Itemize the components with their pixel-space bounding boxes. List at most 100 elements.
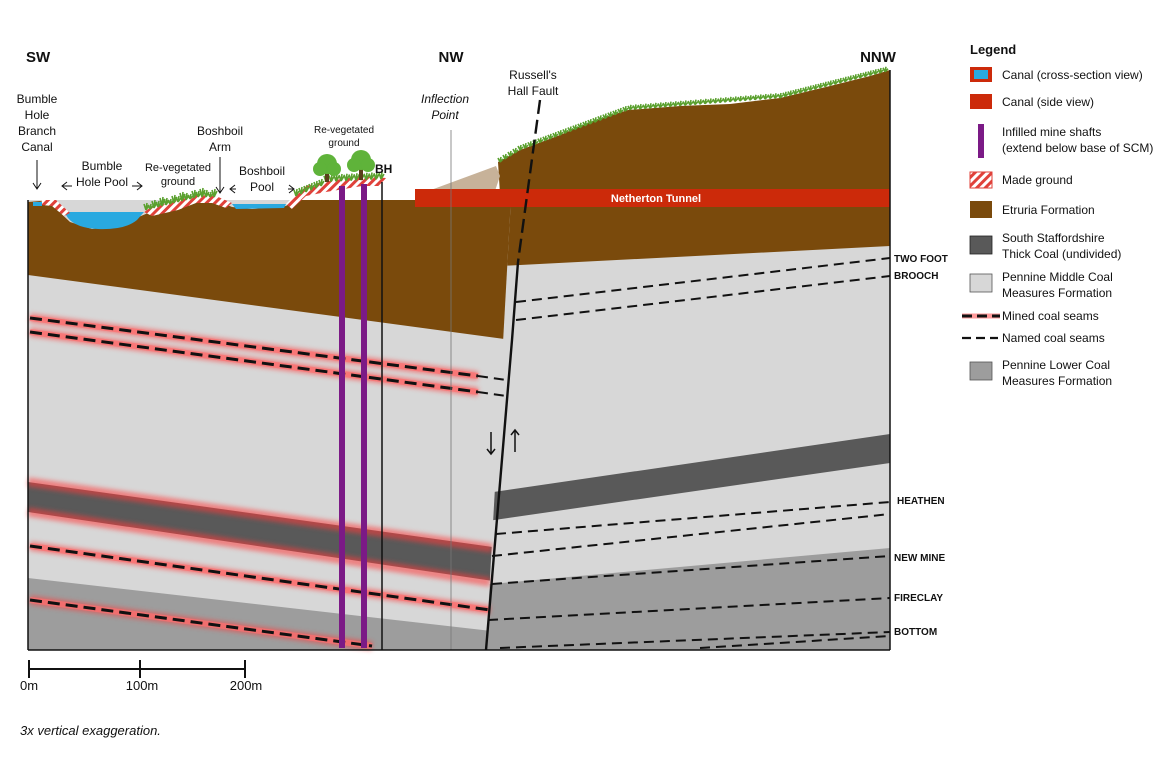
named-coal-seams xyxy=(477,257,891,649)
seam-label-fireclay: FIRECLAY xyxy=(894,593,943,604)
trees xyxy=(313,150,375,182)
grass-tuft xyxy=(542,135,549,142)
grass-tuft xyxy=(348,173,355,181)
seam-label-brooch: BROOCH xyxy=(894,271,938,282)
grass-tuft xyxy=(662,101,669,108)
russells-hall-fault xyxy=(484,99,542,651)
boshboil-pool-arrow xyxy=(229,184,295,194)
tunnel-label: Netherton Tunnel xyxy=(611,193,701,205)
grass-tuft xyxy=(303,184,310,193)
fault-arrows xyxy=(486,428,520,456)
grass-tuft xyxy=(647,103,654,109)
grass-tuft xyxy=(607,111,614,118)
grass-tuft xyxy=(627,104,634,111)
label-boshboil-arm: Boshboil Arm xyxy=(197,124,243,154)
grass-tuft xyxy=(692,99,699,106)
grass-tuft xyxy=(722,97,729,103)
grass-tuft xyxy=(872,69,879,75)
seam-label-heathen: HEATHEN xyxy=(897,496,945,507)
legend-shafts-line2: (extend below base of SCM) xyxy=(1002,141,1153,155)
legend-etruria: Etruria Formation xyxy=(1002,203,1095,217)
grass-tuft xyxy=(822,81,829,88)
grass-tuft xyxy=(842,76,849,83)
legend-title: Legend xyxy=(970,42,1016,57)
label-bumble-pool: Bumble Hole Pool xyxy=(76,159,128,189)
grass-tuft xyxy=(712,97,719,104)
legend-canal-cross: Canal (cross-section view) xyxy=(1002,68,1143,82)
grass-tuft xyxy=(772,93,779,99)
grass-tuft xyxy=(687,99,694,106)
grass-tuft xyxy=(582,120,589,127)
legend-plcm-line1: Pennine Lower Coal xyxy=(1002,358,1110,372)
exaggeration-note: 3x vertical exaggeration. xyxy=(20,723,161,738)
grass-tuft xyxy=(727,96,734,103)
direction-sw: SW xyxy=(26,49,51,66)
grass-tuft xyxy=(368,172,375,180)
grass-tuft xyxy=(657,102,664,109)
svg-text:Hall Fault: Hall Fault xyxy=(508,84,559,98)
grass-tuft xyxy=(597,115,604,121)
grass-tuft xyxy=(155,200,162,208)
grass-tuft xyxy=(522,142,529,149)
grass-tuft xyxy=(313,180,320,189)
grass-tuft xyxy=(502,153,509,160)
left-etruria xyxy=(28,200,512,340)
made-ground-left xyxy=(144,195,232,216)
grass-tuft xyxy=(717,97,724,104)
grass-tuft xyxy=(797,87,804,94)
svg-text:Inflection: Inflection xyxy=(421,92,469,106)
legend-canal-side: Canal (side view) xyxy=(1002,95,1094,109)
legend-plcm-line2: Measures Formation xyxy=(1002,374,1112,388)
grass-tuft xyxy=(373,172,380,180)
grass-tuft xyxy=(697,99,704,105)
legend-pmcm-line1: Pennine Middle Coal xyxy=(1002,270,1113,284)
grass-tuft xyxy=(167,198,174,205)
grass-tuft xyxy=(637,103,644,110)
grass-tuft xyxy=(787,90,794,97)
grass-tuft xyxy=(882,66,889,73)
grass-tuft xyxy=(378,171,385,180)
grass-tuft xyxy=(877,67,884,74)
legend-named-seams: Named coal seams xyxy=(1002,331,1105,345)
svg-text:Re-vegetated: Re-vegetated xyxy=(145,162,211,174)
grass-tuft xyxy=(338,173,345,182)
legend-shafts-line1: Infilled mine shafts xyxy=(1002,125,1101,139)
grass-tuft xyxy=(175,195,182,203)
svg-text:Boshboil: Boshboil xyxy=(197,124,243,138)
legend-mined-seams: Mined coal seams xyxy=(1002,309,1099,323)
grass-tuft xyxy=(817,82,824,89)
grass-tuft xyxy=(552,131,559,138)
grass-vegetation xyxy=(143,66,889,211)
grass-tuft xyxy=(747,95,754,101)
legend-made-ground: Made ground xyxy=(1002,173,1073,187)
grass-tuft xyxy=(847,75,854,82)
label-bh: BH xyxy=(375,162,392,176)
grass-tuft xyxy=(211,188,218,198)
svg-text:ground: ground xyxy=(161,176,195,188)
grass-tuft xyxy=(707,98,714,105)
seam-label-two-foot: TWO FOOT xyxy=(894,254,948,265)
svg-text:Canal: Canal xyxy=(21,140,52,154)
grass-tuft xyxy=(617,107,624,114)
hillside-made-slope xyxy=(420,166,500,194)
grass-tuft xyxy=(328,174,335,182)
grass-tuft xyxy=(612,109,619,116)
grass-tuft xyxy=(308,182,315,191)
label-reveg-left: Re-vegetated ground xyxy=(145,162,211,188)
seam-label-bottom: BOTTOM xyxy=(894,627,937,638)
scale-tick-100: 100m xyxy=(126,678,159,693)
grass-tuft xyxy=(547,133,554,140)
svg-text:Re-vegetated: Re-vegetated xyxy=(314,125,374,136)
label-reveg-top: Re-vegetated ground xyxy=(314,125,374,149)
grass-tuft xyxy=(577,122,584,129)
svg-text:Branch: Branch xyxy=(18,124,56,138)
mine-shafts xyxy=(339,184,367,648)
legend-thick-coal-line1: South Staffordshire xyxy=(1002,231,1105,245)
svg-text:Russell's: Russell's xyxy=(509,68,557,82)
boshboil-pool xyxy=(232,204,286,209)
grass-tuft xyxy=(298,186,305,195)
svg-text:Hole: Hole xyxy=(25,108,50,122)
grass-tuft xyxy=(497,156,504,163)
grass-tuft xyxy=(537,137,544,144)
